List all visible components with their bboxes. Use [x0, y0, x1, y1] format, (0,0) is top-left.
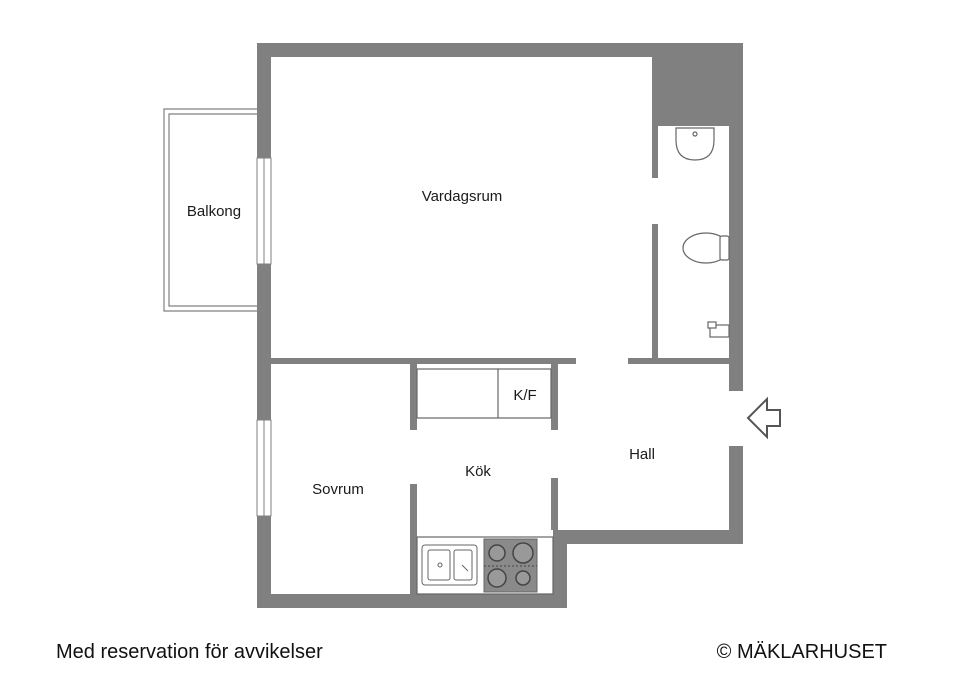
fridge-freezer-unit	[416, 368, 552, 419]
sink-icon	[421, 544, 478, 586]
walls	[257, 43, 743, 608]
copyright-text: © MÄKLARHUSET	[716, 641, 887, 663]
entrance-arrow-icon	[746, 396, 781, 440]
shower-tap-icon	[707, 321, 730, 338]
toilet-icon	[682, 232, 730, 264]
room-label-fridge-freezer: K/F	[513, 387, 536, 404]
washbasin-icon	[675, 127, 715, 161]
windows	[256, 157, 272, 517]
disclaimer-text: Med reservation för avvikelser	[56, 641, 323, 663]
kitchen-counter	[416, 536, 554, 595]
room-label-kitchen: Kök	[465, 463, 491, 480]
stove-icon	[483, 538, 538, 593]
room-label-balcony: Balkong	[187, 203, 241, 220]
room-label-hall: Hall	[629, 446, 655, 463]
balcony	[163, 108, 257, 312]
room-label-bedroom: Sovrum	[312, 481, 364, 498]
room-label-living-room: Vardagsrum	[422, 188, 503, 205]
